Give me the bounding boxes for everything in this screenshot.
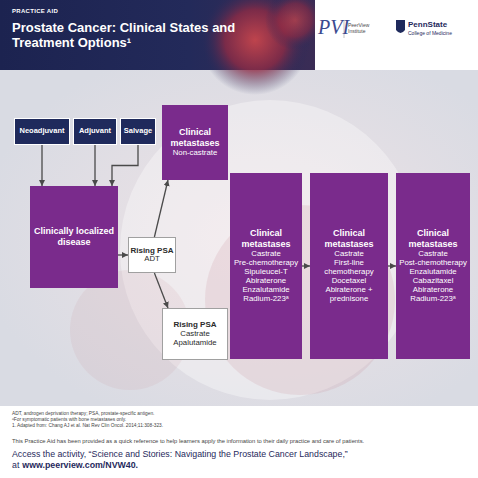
logo-mark: PVI xyxy=(318,16,349,39)
node-text: Castrate xyxy=(418,250,447,259)
state-box: Clinical metastasesCastratePost-chemothe… xyxy=(396,173,470,359)
node-text: Pre-chemotherapy xyxy=(234,259,298,268)
node-text: Castrate xyxy=(251,250,280,259)
access-line: Access the activity, “Science and Storie… xyxy=(12,449,472,471)
access-link: www.peerview.com/NVW40. xyxy=(22,460,138,470)
phase-box: Neoadjuvant xyxy=(14,118,70,145)
flow-arrow xyxy=(154,273,168,308)
node-text: Non-castrate xyxy=(173,149,218,158)
footnote: 1. Adapted from: Chang AJ et al. Nat Rev… xyxy=(12,423,462,428)
node-text: First-line chemotherapy xyxy=(312,259,386,277)
node-text: Abiraterone xyxy=(413,286,453,295)
body-background xyxy=(0,70,478,406)
state-box: Clinical metastasesCastrateFirst-line ch… xyxy=(310,173,388,359)
node-text: Radium-223ᵃ xyxy=(410,295,455,304)
logo-text: PeerView Institute xyxy=(348,23,382,34)
footnote: ADT, androgen deprivation therapy; PSA, … xyxy=(12,411,462,416)
node-heading: Clinical metastases xyxy=(232,228,300,249)
disclaimer-text: This Practice Aid has been provided as a… xyxy=(12,438,472,444)
phase-box: Salvage xyxy=(120,118,156,145)
state-box: Clinical metastasesNon-castrate xyxy=(162,105,228,180)
flow-arrow xyxy=(388,265,396,266)
flow-arrow xyxy=(94,145,95,186)
pennstate-shield xyxy=(396,20,405,33)
title-box: Prostate Cancer: Clinical States and Tre… xyxy=(12,20,280,50)
psa-box: Rising PSACastrateApalutamide xyxy=(162,308,228,360)
logo-text: College of Medicine xyxy=(408,30,452,36)
node-text: Apalutamide xyxy=(173,339,216,348)
node-text: Enzalutamide xyxy=(242,286,289,295)
node-heading: Clinical metastases xyxy=(398,228,468,249)
node-heading: Salvage xyxy=(124,127,152,136)
node-heading: Clinically localized disease xyxy=(32,226,116,247)
node-heading: Adjuvant xyxy=(79,127,111,136)
footer-band xyxy=(0,406,478,478)
node-text: Enzalutamide xyxy=(409,268,456,277)
node-text: Sipuleucel-T xyxy=(244,268,287,277)
node-heading: Clinical metastases xyxy=(164,127,226,148)
phase-box: Adjuvant xyxy=(73,118,117,145)
node-text: Cabazitaxel xyxy=(413,277,454,286)
flow-arrow xyxy=(41,145,42,186)
node-text: Radium-223ᵃ xyxy=(243,295,288,304)
node-heading: Rising PSA xyxy=(173,320,216,329)
logo-area xyxy=(315,0,478,70)
psa-box: Rising PSAADT xyxy=(128,237,176,273)
flow-arrow xyxy=(112,145,138,186)
flow-arrow xyxy=(118,254,128,255)
flow-arrow xyxy=(154,180,168,237)
node-text: ADT xyxy=(144,255,160,264)
state-box: Clinical metastasesCastratePre-chemother… xyxy=(230,173,302,359)
node-text: Castrate xyxy=(180,330,209,339)
flow-arrow xyxy=(302,265,310,266)
node-text: Abiraterone xyxy=(246,277,286,286)
node-text: Abiraterone + prednisone xyxy=(312,286,386,304)
cell-watermark xyxy=(120,100,420,400)
node-heading: Rising PSA xyxy=(130,246,173,255)
node-heading: Clinical metastases xyxy=(312,228,386,249)
kicker-text: PRACTICE AID xyxy=(12,8,58,14)
logo-text: PennState xyxy=(408,20,447,29)
node-text: Castrate xyxy=(334,250,363,259)
node-text: Post-chemotherapy xyxy=(399,259,467,268)
diagram-title: Prostate Cancer: Clinical States and Tre… xyxy=(12,20,280,50)
state-box: Clinically localized disease xyxy=(30,186,118,288)
node-text: Docetaxel xyxy=(332,277,367,286)
footnote: ᵃFor symptomatic patients with bone meta… xyxy=(12,417,462,422)
node-heading: Neoadjuvant xyxy=(19,127,64,136)
